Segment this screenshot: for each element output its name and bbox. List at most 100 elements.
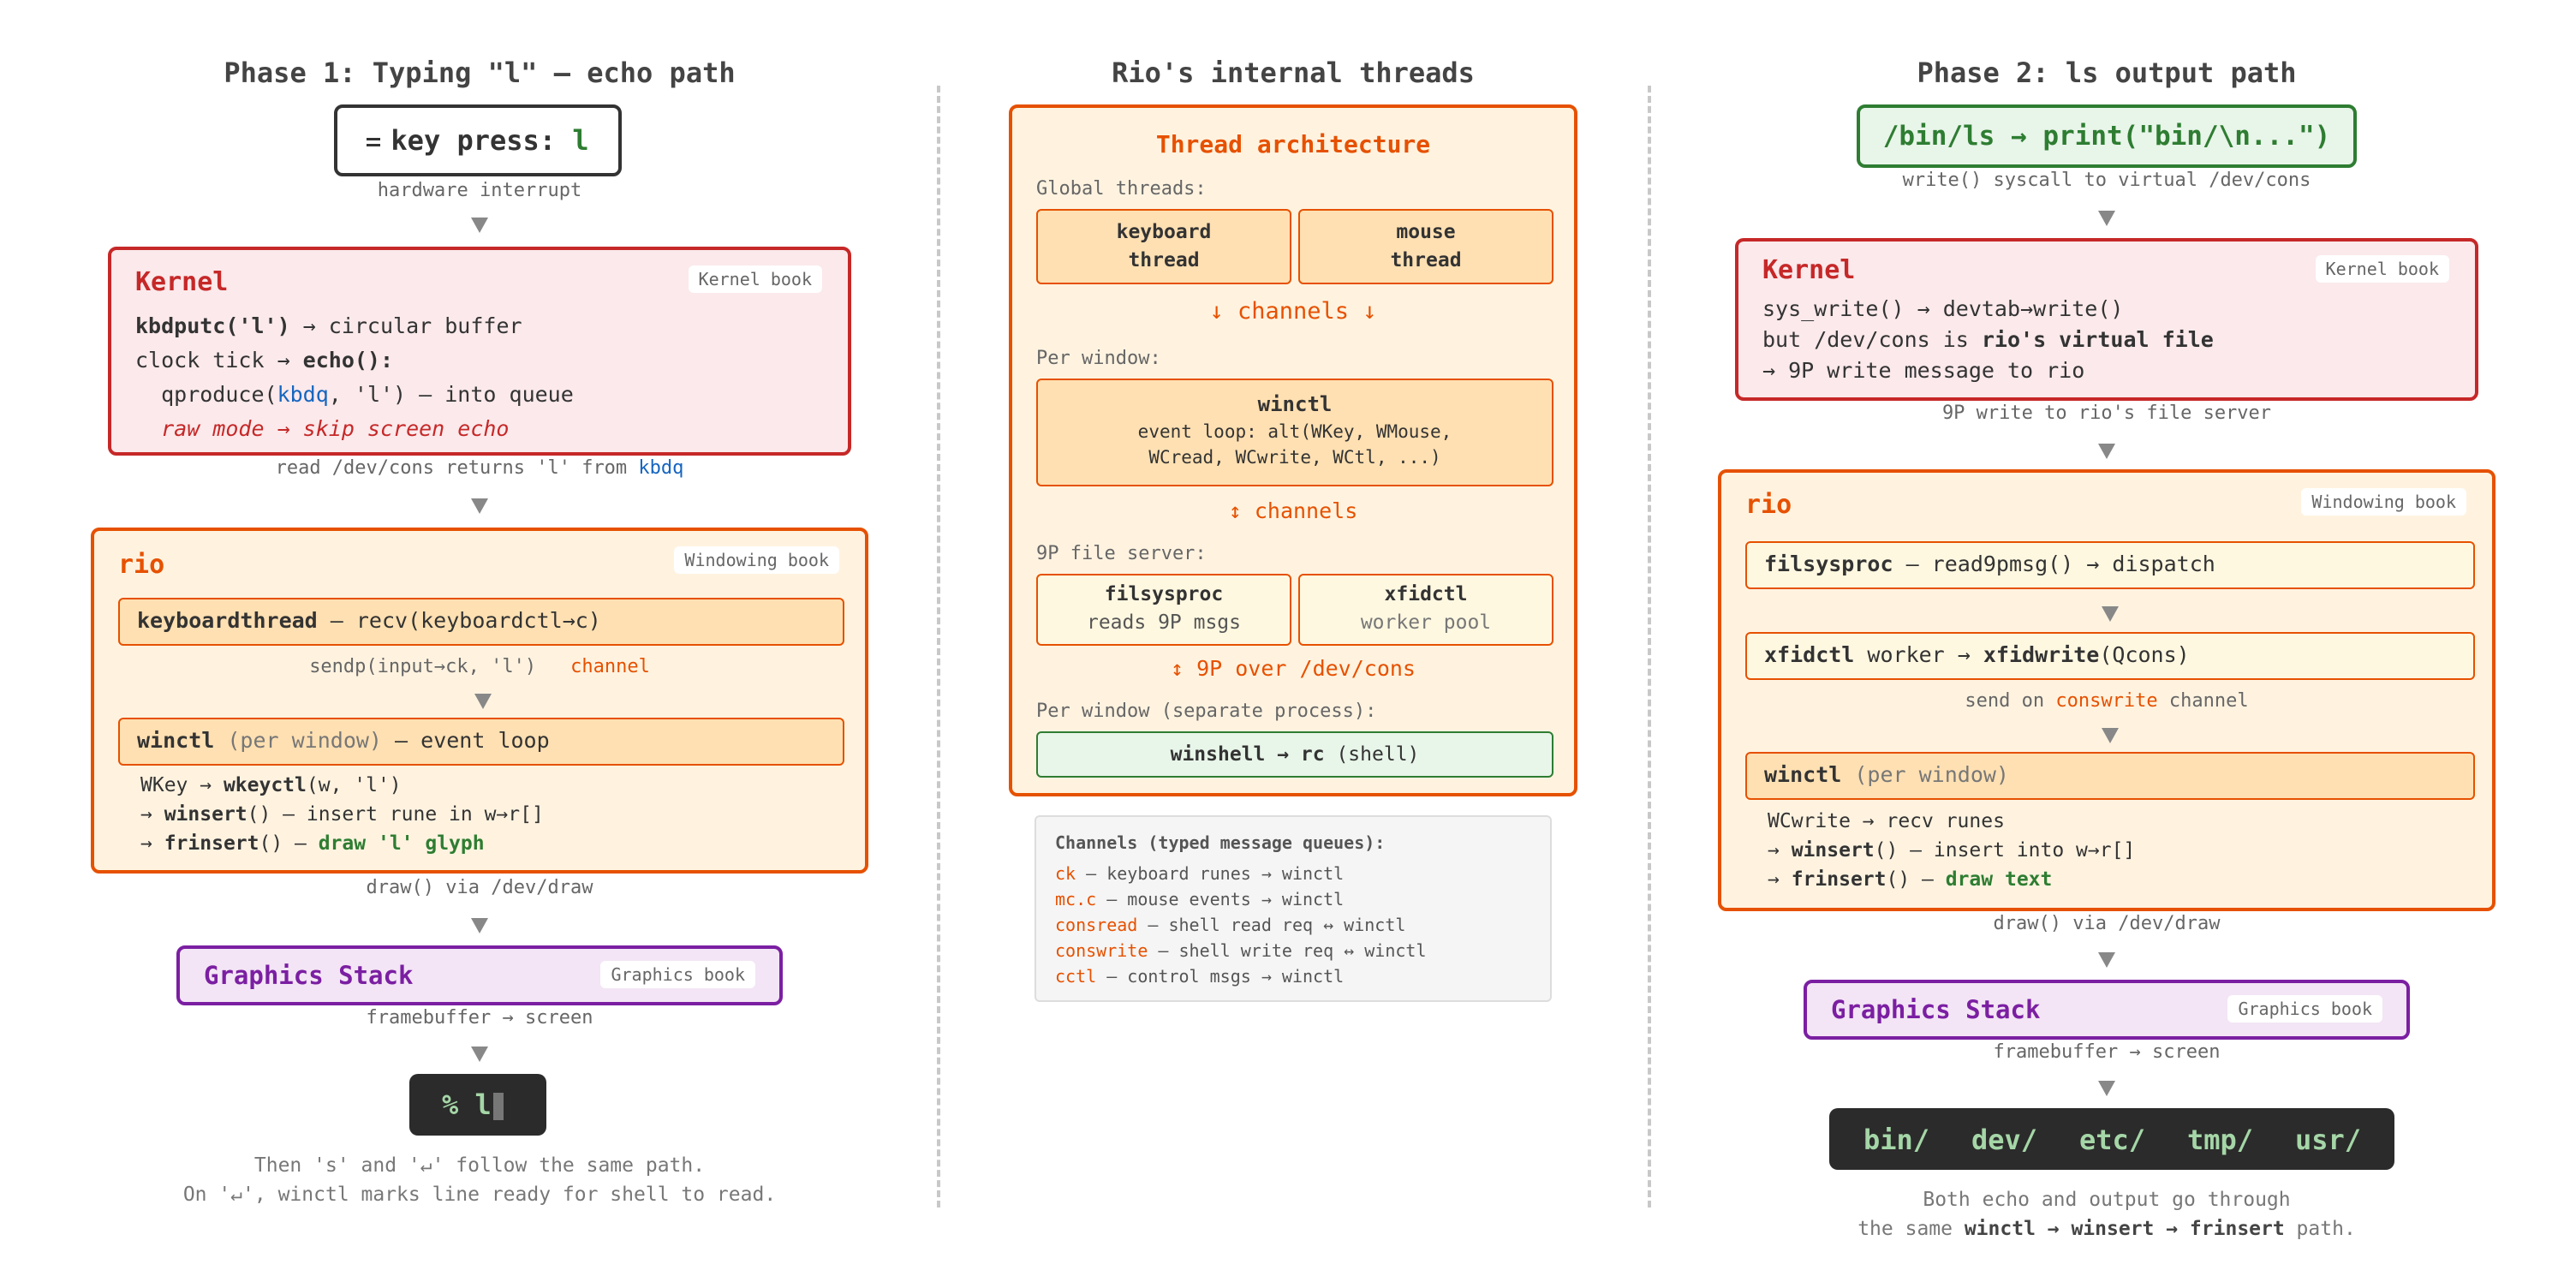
kernel-line-4: raw mode → skip screen echo bbox=[135, 416, 510, 441]
phase1-graphics-box: Graphics Stack Graphics book bbox=[176, 945, 783, 1005]
draw-note: draw() via /dev/draw bbox=[366, 877, 593, 898]
divider-left bbox=[937, 86, 940, 1208]
xfidctl-box: xfidctl worker pool bbox=[1298, 574, 1553, 646]
winctl-line-3: → frinsert() — draw 'l' glyph bbox=[140, 832, 485, 855]
ls-command-box: /bin/ls → print("bin/\n...") bbox=[1857, 104, 2357, 168]
windowing-book-tag: Windowing book bbox=[2301, 488, 2466, 516]
xfidctl-row: xfidctl worker → xfidwrite(Qcons) bbox=[1745, 632, 2475, 680]
mouse-thread-box: mouse thread bbox=[1298, 209, 1553, 284]
arrow-down-icon bbox=[2102, 606, 2119, 622]
keyboardthread-box: keyboardthread — recv(keyboardctl→c) bbox=[118, 598, 844, 646]
phase2-footnote-2: the same winctl → winsert → frinsert pat… bbox=[1857, 1218, 2356, 1240]
kernel-line-3: qproduce(kbdq, 'l') — into queue bbox=[135, 382, 574, 407]
channels-arrow-label: ↓ channels ↓ bbox=[1209, 298, 1377, 325]
xfidctl-name: xfidctl bbox=[1384, 583, 1468, 605]
thread-architecture-box: Thread architecture Global threads: keyb… bbox=[1009, 104, 1577, 796]
rio-header: rio bbox=[1745, 490, 1792, 520]
legend-item: ck — keyboard runes → winctl bbox=[1055, 863, 1345, 884]
phase2-rio-box: rio Windowing book filsysproc — read9pms… bbox=[1718, 469, 2496, 911]
winctl-line-1: WKey → wkeyctl(w, 'l') bbox=[140, 774, 402, 796]
divider-right bbox=[1648, 86, 1651, 1208]
draw-note: draw() via /dev/draw bbox=[1993, 913, 2221, 934]
dir-entry: dev/ bbox=[1971, 1124, 2038, 1156]
phase1-footnote-2: On '↵', winctl marks line ready for shel… bbox=[182, 1184, 777, 1206]
xfidctl-desc: worker pool bbox=[1360, 611, 1492, 634]
kernel-header: Kernel bbox=[1762, 255, 1856, 285]
kernel-line-1: sys_write() → devtab→write() bbox=[1762, 296, 2124, 321]
kernel-header: Kernel bbox=[135, 267, 229, 297]
kernel-line-3: → 9P write message to rio bbox=[1762, 358, 2085, 383]
framebuffer-note: framebuffer → screen bbox=[366, 1007, 593, 1029]
per-window-label: Per window: bbox=[1036, 348, 1161, 369]
arrow-down-icon bbox=[471, 918, 488, 933]
arrow-down-icon bbox=[2102, 728, 2119, 743]
channels-legend: Channels (typed message queues): ck — ke… bbox=[1035, 815, 1552, 1002]
interrupt-note: hardware interrupt bbox=[377, 180, 582, 201]
sendp-note: sendp(input→ck, 'l')channel bbox=[309, 656, 650, 677]
keyboard-thread-box: keyboard thread bbox=[1036, 209, 1291, 284]
filsysproc-box: filsysproc reads 9P msgs bbox=[1036, 574, 1291, 646]
legend-item: consread — shell read req ↔ winctl bbox=[1055, 915, 1406, 935]
keyboard-icon bbox=[367, 138, 381, 146]
read-note: read /dev/cons returns 'l' from kbdq bbox=[275, 457, 684, 479]
channels-bidir-label: ↕ channels bbox=[1228, 498, 1358, 523]
phase1-kernel-box: Kernel Kernel book kbdputc('l') → circul… bbox=[108, 247, 851, 456]
keypress-box: key press: l bbox=[334, 104, 622, 176]
graphics-header: Graphics Stack bbox=[1831, 995, 2041, 1024]
filsysproc-desc: reads 9P msgs bbox=[1086, 611, 1241, 634]
dir-entry: usr/ bbox=[2295, 1124, 2362, 1156]
phase2-graphics-box: Graphics Stack Graphics book bbox=[1804, 980, 2410, 1040]
file-server-label: 9P file server: bbox=[1036, 543, 1207, 564]
graphics-book-tag: Graphics book bbox=[600, 961, 755, 988]
arrow-down-icon bbox=[2098, 1081, 2115, 1096]
phase2-title: Phase 2: ls output path bbox=[1917, 57, 2297, 89]
arrow-down-icon bbox=[471, 218, 488, 233]
phase1-footnote-1: Then 's' and '↵' follow the same path. bbox=[253, 1154, 706, 1177]
cursor-icon bbox=[492, 1093, 504, 1120]
conswrite-note: send on conswrite channel bbox=[1965, 690, 2249, 712]
arrow-down-icon bbox=[2098, 444, 2115, 459]
separate-process-label: Per window (separate process): bbox=[1036, 701, 1377, 722]
threads-title: Rio's internal threads bbox=[1112, 57, 1475, 89]
phase1-title: Phase 1: Typing "l" — echo path bbox=[224, 57, 736, 89]
kernel-line-1: kbdputc('l') → circular buffer bbox=[135, 313, 522, 338]
arch-title: Thread architecture bbox=[1155, 130, 1431, 158]
arrow-down-icon bbox=[471, 1046, 488, 1062]
dir-entry: etc/ bbox=[2079, 1124, 2146, 1156]
legend-item: mc.c — mouse events → winctl bbox=[1055, 889, 1345, 909]
dir-entry: bin/ bbox=[1863, 1124, 1930, 1156]
phase2-footnote-1: Both echo and output go through bbox=[1923, 1189, 2291, 1211]
winctl-thread-name: winctl bbox=[1257, 392, 1333, 416]
terminal-prompt: % l bbox=[409, 1074, 546, 1136]
ninep-label: ↕ 9P over /dev/cons bbox=[1171, 656, 1416, 681]
arrow-down-icon bbox=[471, 498, 488, 514]
graphics-book-tag: Graphics book bbox=[2227, 995, 2382, 1023]
kernel-book-tag: Kernel book bbox=[2315, 255, 2449, 283]
winctl-thread-box: winctl event loop: alt(WKey, WMouse, WCr… bbox=[1036, 379, 1553, 486]
winctl-line-2: → winsert() — insert rune in w→r[] bbox=[140, 803, 544, 826]
terminal-text: % l bbox=[442, 1088, 492, 1121]
ls-command-text: /bin/ls → print("bin/\n...") bbox=[1882, 121, 2331, 152]
legend-item: conswrite — shell write req ↔ winctl bbox=[1055, 940, 1427, 961]
winctl-line-1: WCwrite → recv runes bbox=[1768, 810, 2005, 832]
ninep-write-note: 9P write to rio's file server bbox=[1941, 402, 2272, 424]
filsysproc-name: filsysproc bbox=[1104, 583, 1224, 605]
global-threads-label: Global threads: bbox=[1036, 178, 1207, 200]
dir-entry: tmp/ bbox=[2187, 1124, 2254, 1156]
rio-header: rio bbox=[118, 550, 165, 580]
arrow-down-icon bbox=[2098, 952, 2115, 968]
kernel-book-tag: Kernel book bbox=[688, 265, 822, 293]
winctl-thread-desc: event loop: alt(WKey, WMouse, WCread, WC… bbox=[1137, 421, 1452, 468]
arrow-down-icon bbox=[2098, 211, 2115, 226]
legend-item: cctl — control msgs → winctl bbox=[1055, 966, 1345, 987]
winctl-box: winctl (per window) — event loop bbox=[118, 718, 844, 766]
phase1-rio-box: rio Windowing book keyboardthread — recv… bbox=[91, 528, 868, 874]
winctl-line-2: → winsert() — insert into w→r[] bbox=[1768, 839, 2136, 862]
winctl-line-3: → frinsert() — draw text bbox=[1768, 868, 2053, 891]
framebuffer-note: framebuffer → screen bbox=[1993, 1041, 2221, 1063]
phase2-kernel-box: Kernel Kernel book sys_write() → devtab→… bbox=[1735, 238, 2478, 401]
winshell-box: winshell → rc (shell) bbox=[1036, 731, 1553, 778]
ls-output-terminal: bin/ dev/ etc/ tmp/ usr/ bbox=[1829, 1108, 2394, 1170]
kernel-line-2: clock tick → echo(): bbox=[135, 348, 394, 373]
write-note: write() syscall to virtual /dev/cons bbox=[1902, 170, 2311, 191]
